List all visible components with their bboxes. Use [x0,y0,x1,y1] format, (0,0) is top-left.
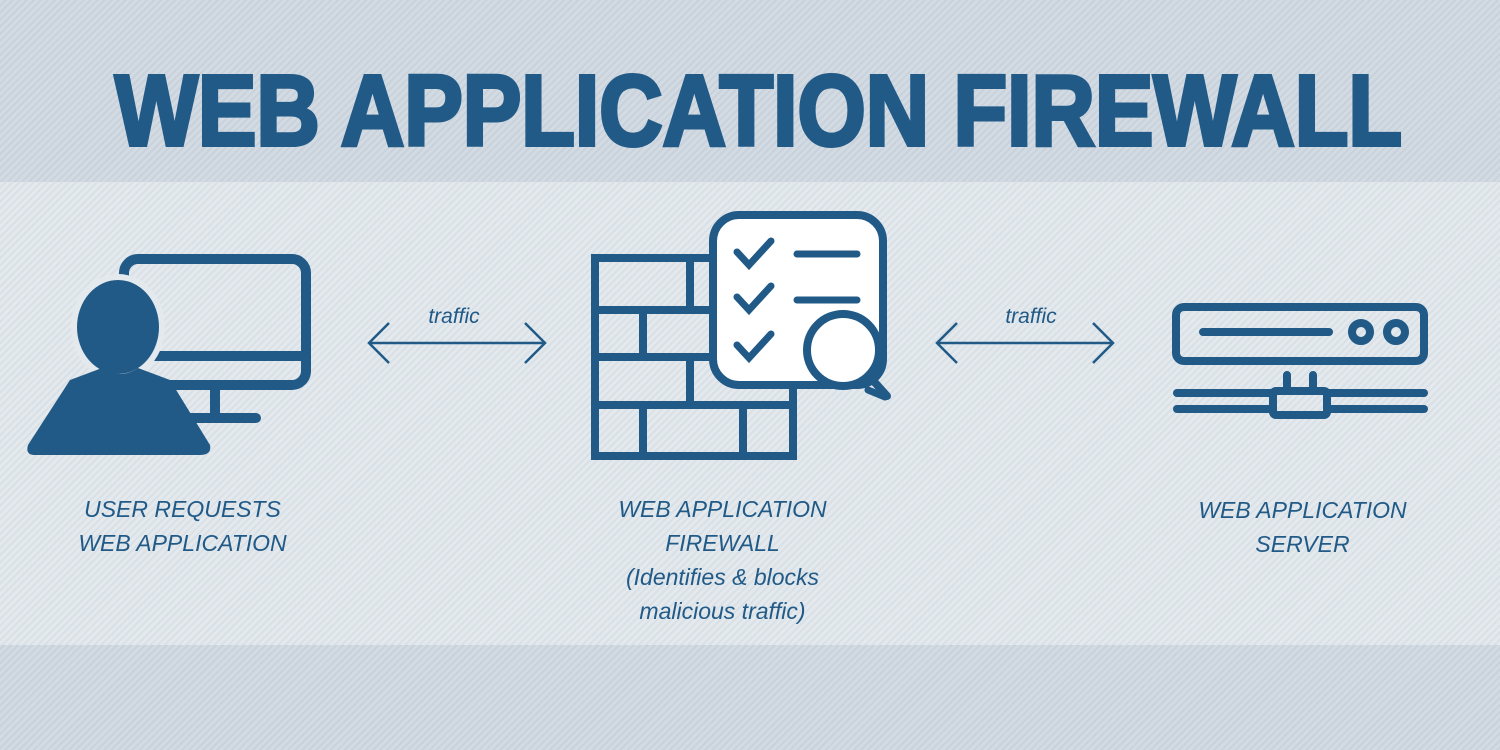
node-label-server: WEB APPLICATION SERVER [1150,493,1455,561]
label-line: USER REQUESTS [84,496,281,522]
label-line: (Identifies & blocks [625,564,820,590]
node-label-user: USER REQUESTS WEB APPLICATION [30,492,335,560]
server-icon [1172,303,1428,419]
label-line: FIREWALL [665,530,780,556]
firewall-checklist-icon [591,211,891,460]
label-line: WEB APPLICATION [78,530,287,556]
bidirectional-arrow-icon [935,322,1115,364]
label-line: WEB APPLICATION [1198,497,1407,523]
arrow-label-traffic: traffic [1005,305,1057,328]
node-label-firewall: WEB APPLICATION FIREWALL (Identifies & b… [570,492,875,628]
label-line: malicious traffic) [639,598,806,624]
label-line: WEB APPLICATION [618,496,827,522]
bidirectional-arrow-icon [367,322,547,364]
svg-text:WEB APPLICATION FIREWALL: WEB APPLICATION FIREWALL [115,55,1402,167]
label-line: SERVER [1255,531,1350,557]
arrow-label-traffic: traffic [428,305,480,328]
page-title: WEB APPLICATION FIREWALL [113,53,1404,169]
user-computer-icon [27,254,311,455]
